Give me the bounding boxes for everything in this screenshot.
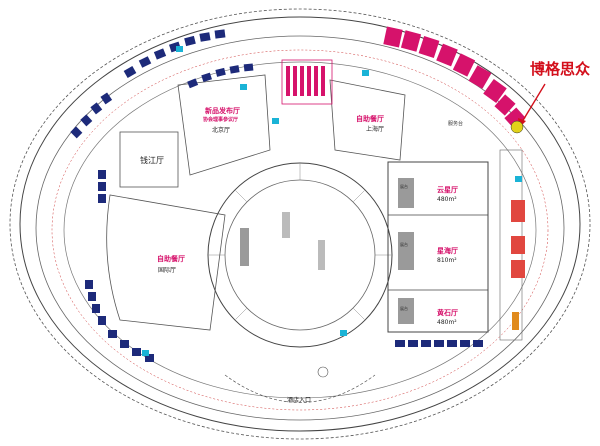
- platform-label-3: 展台: [400, 306, 408, 311]
- red-booth: [511, 200, 525, 222]
- hall-xinghai-area: 810m²: [437, 257, 457, 264]
- hall-huangshi-area: 480m²: [437, 319, 457, 326]
- rotunda-radial-lines: [208, 163, 392, 321]
- rotunda-block: [318, 240, 325, 270]
- hall-press-sub-label: 协会理事参议厅: [203, 117, 239, 123]
- right-hall-block: [387, 161, 489, 333]
- platform-block: [398, 232, 414, 270]
- international-hall-outline: [106, 194, 226, 331]
- rotunda-block: [282, 212, 290, 238]
- pink-booths: [383, 26, 526, 129]
- hall-press-label: 新品发布厅: [205, 107, 240, 115]
- red-booth: [511, 236, 525, 254]
- shanghai-hall-outline: [329, 79, 406, 161]
- callout-arrow: [521, 83, 546, 123]
- press-hall-stage: [281, 59, 333, 105]
- press-hall-seats: [286, 66, 325, 96]
- qiantang-hall-outline: [119, 131, 179, 188]
- navy-booths-left: [70, 92, 154, 362]
- ring-corridor-outer: [35, 35, 565, 421]
- outer-boundary: [9, 8, 591, 440]
- fountain: [317, 366, 329, 378]
- red-booth: [511, 260, 525, 278]
- ring-corridor-dash: [51, 49, 549, 411]
- hall-yunxing-label: 云星厅: [437, 186, 458, 194]
- hall-shanghai-label: 上海厅: [366, 126, 385, 133]
- platform-block: [398, 178, 414, 208]
- hall-international-label: 国际厅: [158, 267, 177, 274]
- platform-block: [398, 298, 414, 324]
- beijing-hall-outline: [177, 74, 271, 176]
- hotel-entrance-label: 酒店入口: [287, 397, 312, 404]
- navy-booths-upper: [123, 29, 254, 89]
- navy-booths-right: [395, 340, 483, 347]
- callout-booth-marker: [510, 120, 524, 134]
- buffet-label-2: 自助餐厅: [356, 115, 384, 123]
- hall-beijing-label: 北京厅: [212, 127, 231, 134]
- outer-wall: [19, 16, 581, 432]
- hall-huangshi-label: 黄石厅: [437, 309, 458, 317]
- hall-xinghai-label: 星海厅: [437, 247, 458, 255]
- orange-booth: [512, 312, 519, 330]
- ring-corridor-inner: [63, 61, 537, 399]
- hall-qiantang-label: 钱江厅: [140, 156, 164, 165]
- buffet-label-1: 自助餐厅: [157, 255, 185, 263]
- callout-label: 博格思众: [530, 60, 591, 78]
- cyan-booths: [142, 46, 522, 356]
- platform-label-2: 展台: [400, 242, 408, 247]
- hall-yunxing-area: 480m²: [437, 196, 457, 203]
- platform-label-1: 展台: [400, 184, 408, 189]
- service-desk-label: 服务台: [448, 121, 464, 127]
- entrance-zone: [224, 374, 376, 403]
- rotunda-block: [240, 228, 249, 266]
